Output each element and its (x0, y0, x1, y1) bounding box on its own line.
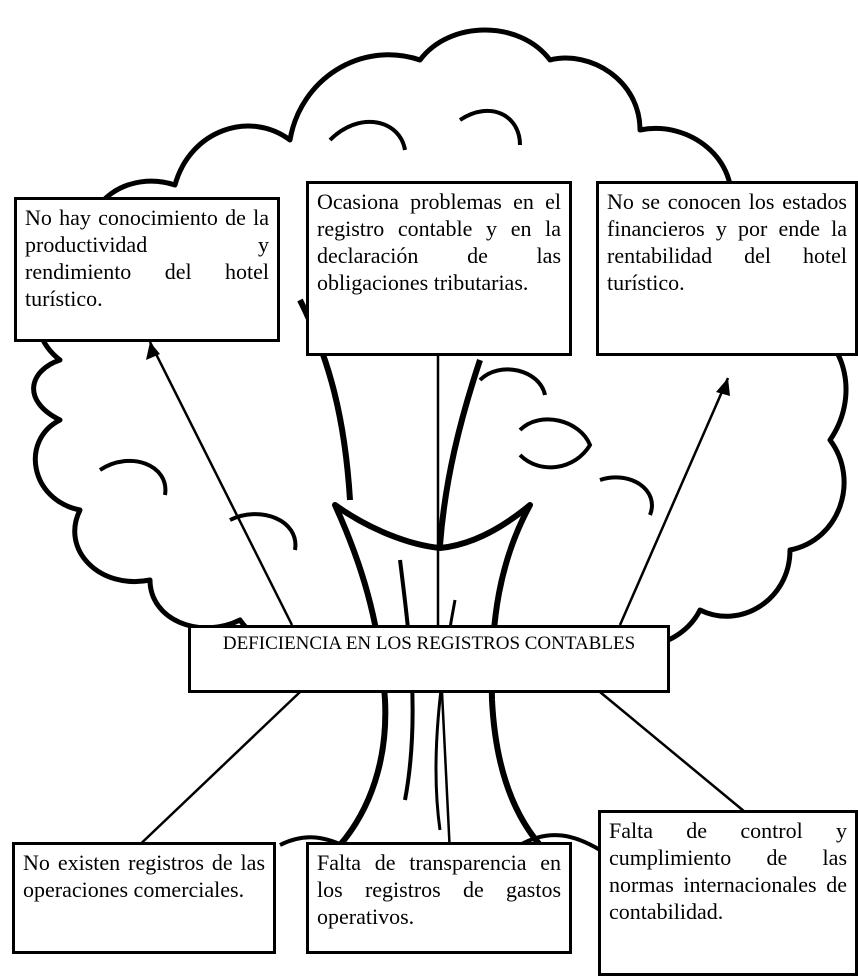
cause-1-connector (129, 691, 301, 855)
cause-box-transparency: Falta de transparencia en los registros … (306, 842, 572, 954)
effect-text-financial-statements: No se conocen los estados financieros y … (607, 189, 847, 295)
cause-box-international-standards: Falta de control y cumplimiento de las n… (598, 810, 858, 976)
cause-text-transparency: Falta de transparencia en los registros … (317, 850, 561, 929)
cause-text-commercial-operations: No existen registros de las operaciones … (23, 850, 265, 902)
effect-box-tax-obligations: Ocasiona problemas en el registro contab… (306, 181, 572, 356)
core-problem-text: DEFICIENCIA EN LOS REGISTROS CONTABLES (222, 633, 636, 654)
cause-2-connector (440, 691, 452, 855)
effect-box-financial-statements: No se conocen los estados financieros y … (596, 181, 858, 356)
cause-3-connector (599, 691, 746, 813)
effect-text-tax-obligations: Ocasiona problemas en el registro contab… (317, 189, 561, 295)
effect-box-productivity: No hay conocimiento de la productividad … (14, 197, 280, 342)
cause-text-international-standards: Falta de control y cumplimiento de las n… (609, 818, 847, 924)
connector-lines (129, 306, 746, 855)
effect-3-arrowhead (716, 378, 730, 396)
cause-box-commercial-operations: No existen registros de las operaciones … (12, 842, 276, 954)
effect-3-connector (618, 377, 730, 626)
crown-details (98, 108, 654, 551)
effect-1-arrowhead (146, 342, 160, 360)
effect-text-productivity: No hay conocimiento de la productividad … (25, 205, 269, 311)
core-problem-box: DEFICIENCIA EN LOS REGISTROS CONTABLES (188, 625, 670, 693)
effect-1-connector (148, 341, 294, 626)
